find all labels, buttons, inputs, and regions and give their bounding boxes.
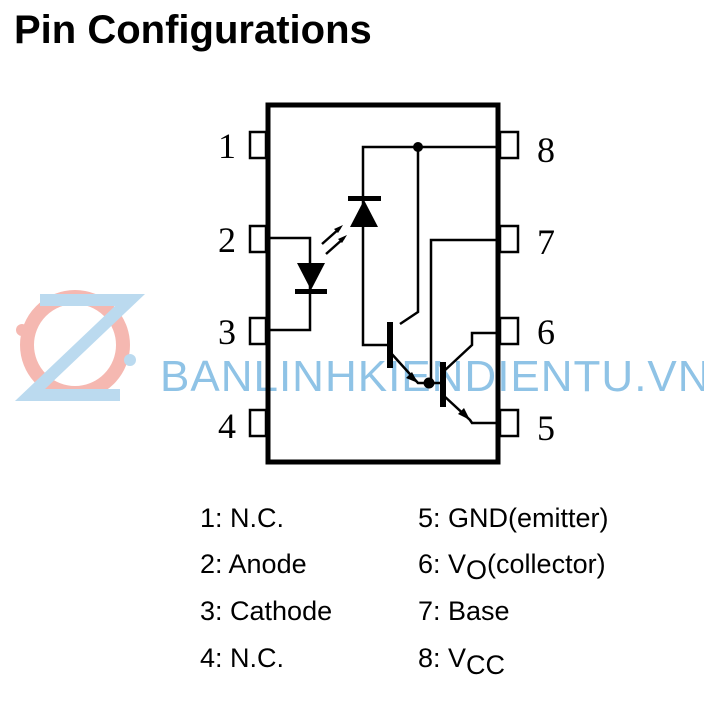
legend-pin-2: 2: Anode — [200, 549, 307, 579]
transistor-2-icon — [440, 362, 446, 407]
package-body — [265, 102, 501, 465]
legend-pin-7-text: 7: Base — [418, 596, 510, 626]
transistor-1-icon — [387, 322, 393, 368]
legend-pin-6-suffix: (collector) — [487, 549, 606, 579]
pin-number-4: 4 — [218, 406, 236, 446]
legend-pin-6-text: 6: V — [418, 549, 466, 579]
pin-number-3: 3 — [218, 312, 236, 352]
led-diode-icon — [297, 263, 325, 290]
photodiode-icon — [350, 200, 378, 227]
pin-number-6: 6 — [537, 312, 555, 352]
pin-number-2: 2 — [218, 220, 236, 260]
legend-pin-6: 6: VO(collector) — [418, 549, 606, 585]
legend-pin-8-sub: CC — [466, 650, 505, 680]
legend-pin-4: 4: N.C. — [200, 643, 284, 673]
components — [295, 142, 470, 420]
pin-number-7: 7 — [537, 222, 555, 262]
page-title: Pin Configurations — [14, 8, 372, 52]
pin-number-5: 5 — [537, 408, 555, 448]
legend-pin-5-text: 5: GND(emitter) — [418, 503, 609, 533]
legend-pin-3: 3: Cathode — [200, 596, 332, 626]
circuit-wires — [268, 145, 498, 425]
watermark-logo — [14, 290, 146, 401]
legend-pin-6-sub: O — [466, 555, 487, 585]
legend-pin-5: 5: GND(emitter) — [418, 503, 609, 533]
pin-number-1: 1 — [218, 126, 236, 166]
pin-pads — [248, 130, 520, 438]
legend-pin-7: 7: Base — [418, 596, 510, 626]
pin-number-8: 8 — [537, 130, 555, 170]
pin-legend: 1: N.C. 2: Anode 3: Cathode 4: N.C. 5: G… — [200, 503, 609, 680]
legend-pin-1: 1: N.C. — [200, 503, 284, 533]
legend-pin-8-text: 8: V — [418, 643, 466, 673]
legend-pin-8: 8: VCC — [418, 643, 505, 680]
